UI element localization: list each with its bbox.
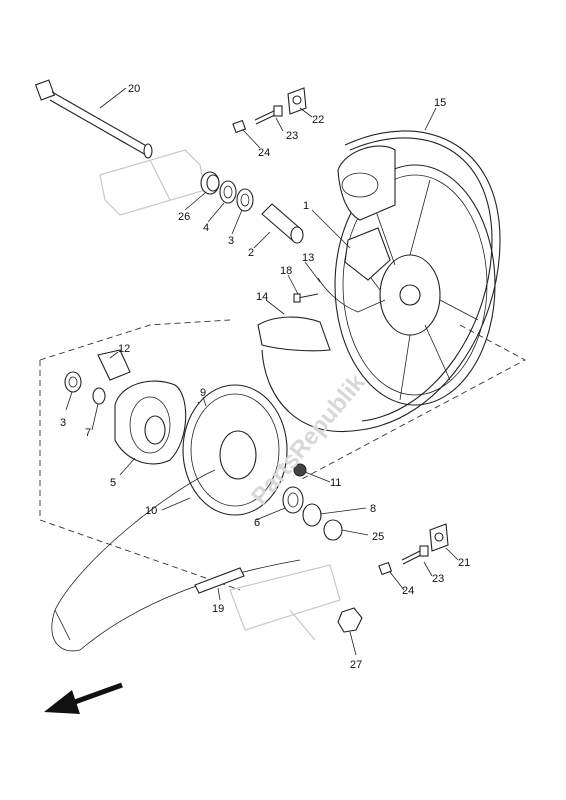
callout-11: 11 xyxy=(330,477,341,489)
bearing-3-upper xyxy=(236,188,254,212)
locknut-top xyxy=(232,119,247,134)
adjust-bolt-top xyxy=(254,105,283,125)
callout-26: 26 xyxy=(178,211,190,223)
callout-23-top: 23 xyxy=(286,130,298,142)
callout-24-bottom: 24 xyxy=(402,585,414,597)
axle-shaft xyxy=(34,79,153,159)
adjust-bolt-bottom xyxy=(401,545,429,565)
collar-26 xyxy=(200,171,220,195)
arrow-left-down-icon xyxy=(44,682,123,714)
collar-7 xyxy=(92,387,106,405)
nut-11 xyxy=(293,463,307,477)
callout-9: 9 xyxy=(200,387,206,399)
collar-25 xyxy=(323,519,343,541)
callout-27: 27 xyxy=(350,659,362,671)
callout-3-upper: 3 xyxy=(228,235,234,247)
callout-24-top: 24 xyxy=(258,147,270,159)
callout-labels: 20 22 23 24 15 26 4 3 2 1 18 13 14 12 3 … xyxy=(60,83,470,671)
callout-12: 12 xyxy=(118,343,130,355)
callout-10: 10 xyxy=(145,505,157,517)
chain-guard-14 xyxy=(257,316,331,352)
callout-14: 14 xyxy=(256,291,268,303)
locknut-bottom xyxy=(378,561,393,576)
callout-2: 2 xyxy=(248,247,254,259)
chain-adjuster-bottom xyxy=(429,523,449,552)
oil-seal-4 xyxy=(219,180,237,204)
callout-1: 1 xyxy=(303,200,309,212)
chain-joint-19 xyxy=(194,567,245,594)
rear-wheel-tire xyxy=(261,130,501,432)
callout-15: 15 xyxy=(434,97,446,109)
hub-clutch-5 xyxy=(114,380,187,465)
swingarm-ghost-upper xyxy=(99,149,206,216)
bracket-12 xyxy=(97,349,131,381)
bearing-6 xyxy=(282,486,304,514)
callout-22: 22 xyxy=(312,114,324,126)
sprocket-10 xyxy=(182,384,288,516)
seal-8 xyxy=(302,503,322,527)
mudguard-15 xyxy=(337,145,396,221)
spacer-2 xyxy=(261,203,304,244)
leader-lines xyxy=(65,87,459,656)
brake-caliper-1 xyxy=(344,227,391,281)
callout-3-lower: 3 xyxy=(60,417,66,429)
alignment-dashed-guide xyxy=(39,319,526,591)
callout-7: 7 xyxy=(85,427,91,439)
callout-4: 4 xyxy=(203,222,209,234)
chain-adjuster-top xyxy=(287,87,307,115)
callout-21: 21 xyxy=(458,557,470,569)
bearing-3-lower xyxy=(64,371,82,393)
callout-19: 19 xyxy=(212,603,224,615)
callout-20: 20 xyxy=(128,83,140,95)
callout-23-bottom: 23 xyxy=(432,573,444,585)
axle-nut-27 xyxy=(337,607,363,633)
callout-25: 25 xyxy=(372,531,384,543)
callout-13: 13 xyxy=(302,252,314,264)
callout-6: 6 xyxy=(254,517,260,529)
bolt-18 xyxy=(293,293,319,303)
brake-hose-13 xyxy=(317,277,386,313)
callout-5: 5 xyxy=(110,477,116,489)
callout-18: 18 xyxy=(280,265,292,277)
swingarm-ghost-lower xyxy=(229,564,341,641)
callout-8: 8 xyxy=(370,503,376,515)
